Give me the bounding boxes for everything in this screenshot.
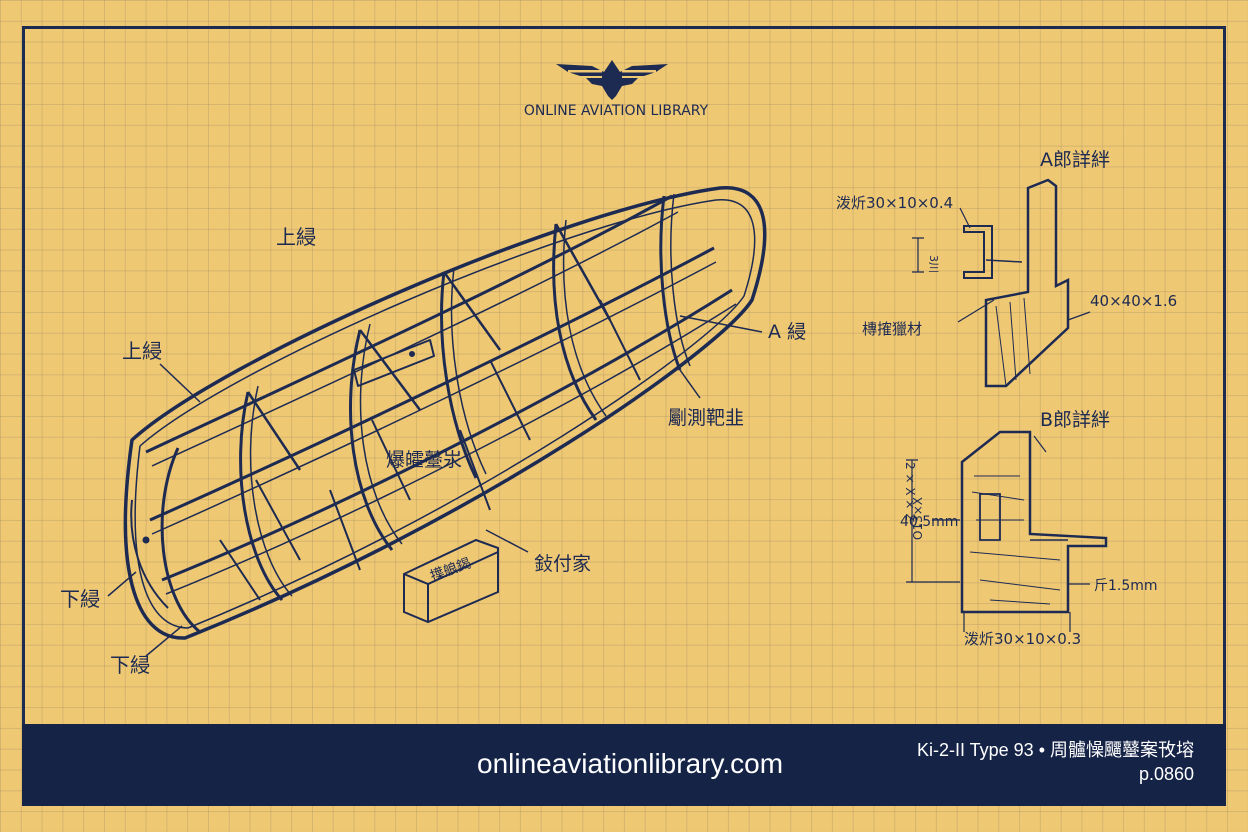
brand-name: ONLINE AVIATION LIBRARY <box>524 103 709 119</box>
eagle-icon <box>556 60 668 100</box>
footer-url[interactable]: onlineaviationlibrary.com <box>477 748 784 779</box>
fitting-block <box>403 538 499 624</box>
detail-a-title: A郎詳絆 <box>1040 149 1110 171</box>
detail-a-channel: 泼炘30×10×0.4 <box>836 194 953 212</box>
fuselage-frame <box>123 186 767 640</box>
label-lower-bottom: 下綅 <box>110 653 150 677</box>
detail-b-drawing <box>906 430 1108 632</box>
page-number: p.0860 <box>1138 764 1194 784</box>
label-side-member: 劚測靶韭 <box>668 407 744 429</box>
label-upper-left: 上綅 <box>122 339 162 363</box>
detail-a-member: 槫搉獵材 <box>862 320 922 338</box>
footer-title-block: Ki-2-II Type 93 • 周髗懆飅鼞案攼塎 p.0860 <box>917 738 1194 786</box>
detail-a-plate: 40×40×1.6 <box>1090 292 1177 310</box>
leader-lines <box>107 315 763 657</box>
detail-b-channel: 泼炘30×10×0.3 <box>964 630 1081 648</box>
label-upper-top: 上綅 <box>276 225 316 249</box>
drawing-title: Ki-2-II Type 93 • 周髗懆飅鼞案攼塎 <box>916 740 1194 760</box>
label-center-member: 爆皬鼞汖 <box>386 449 462 471</box>
label-a-mark: A 綅 <box>768 321 806 343</box>
detail-a-dimension: 3川 <box>927 255 940 273</box>
detail-b-thickness: 斤1.5mm <box>1094 578 1158 594</box>
detail-b-dim-code: O13×X <box>911 497 925 540</box>
detail-a-drawing <box>912 178 1091 388</box>
title-block: onlineaviationlibrary.com Ki-2-II Type 9… <box>22 724 1226 806</box>
label-lower-left: 下綅 <box>60 587 100 611</box>
detail-b-dim-size: 40.5mm <box>900 514 958 530</box>
label-attach-piece: 鈙付家 <box>534 553 591 575</box>
detail-b-dim-vertical: 2 × X × 2 <box>903 462 917 521</box>
detail-b-title: B郎詳絆 <box>1040 409 1110 431</box>
